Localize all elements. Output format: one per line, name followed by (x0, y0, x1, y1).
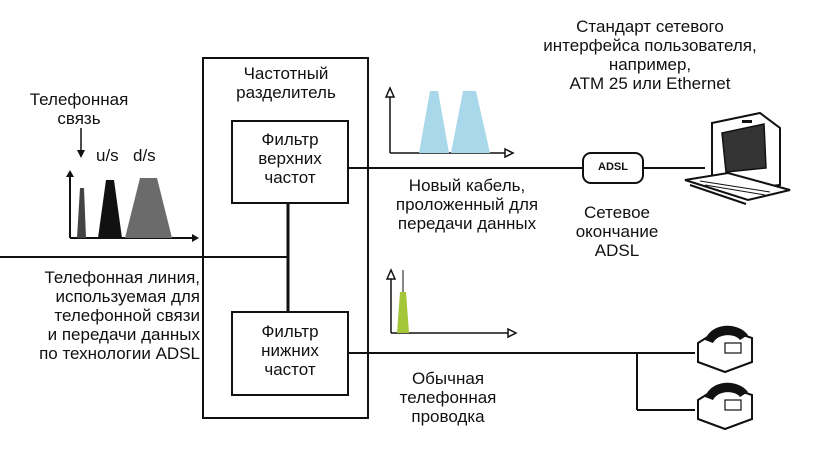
high-filter-label: Фильтр верхних частот (258, 130, 322, 187)
telephone-icon-bottom (697, 382, 753, 431)
interface-standard-label: Стандарт сетевого интерфейса пользовател… (543, 17, 757, 93)
adsl-device (582, 152, 644, 184)
telephone-icon-top (697, 325, 753, 374)
computer-icon (684, 111, 791, 205)
upstream-band (98, 180, 122, 238)
low-filter-label: Фильтр нижних частот (261, 322, 319, 379)
downstream-label: d/s (133, 146, 156, 165)
input-spectrum (66, 128, 199, 242)
splitter-box (202, 57, 369, 419)
downstream-band (125, 178, 172, 238)
phone-service-label: Телефонная связь (29, 90, 129, 128)
voice-band (77, 188, 86, 238)
network-termination-label: Сетевое окончание ADSL (575, 203, 659, 260)
high-band-spectrum (384, 86, 515, 159)
low-filter-box (231, 311, 349, 396)
low-band-spectrum (385, 268, 518, 339)
upstream-label: u/s (96, 146, 119, 165)
adsl-device-label: ADSL (598, 161, 628, 173)
line-description: Телефонная линия, используемая для телеф… (39, 268, 200, 363)
high-filter-box (231, 120, 349, 204)
splitter-title: Частотный разделитель (236, 64, 336, 102)
new-cable-label: Новый кабель, проложенный для передачи д… (395, 176, 539, 233)
wiring-label: Обычная телефонная проводка (399, 369, 497, 426)
